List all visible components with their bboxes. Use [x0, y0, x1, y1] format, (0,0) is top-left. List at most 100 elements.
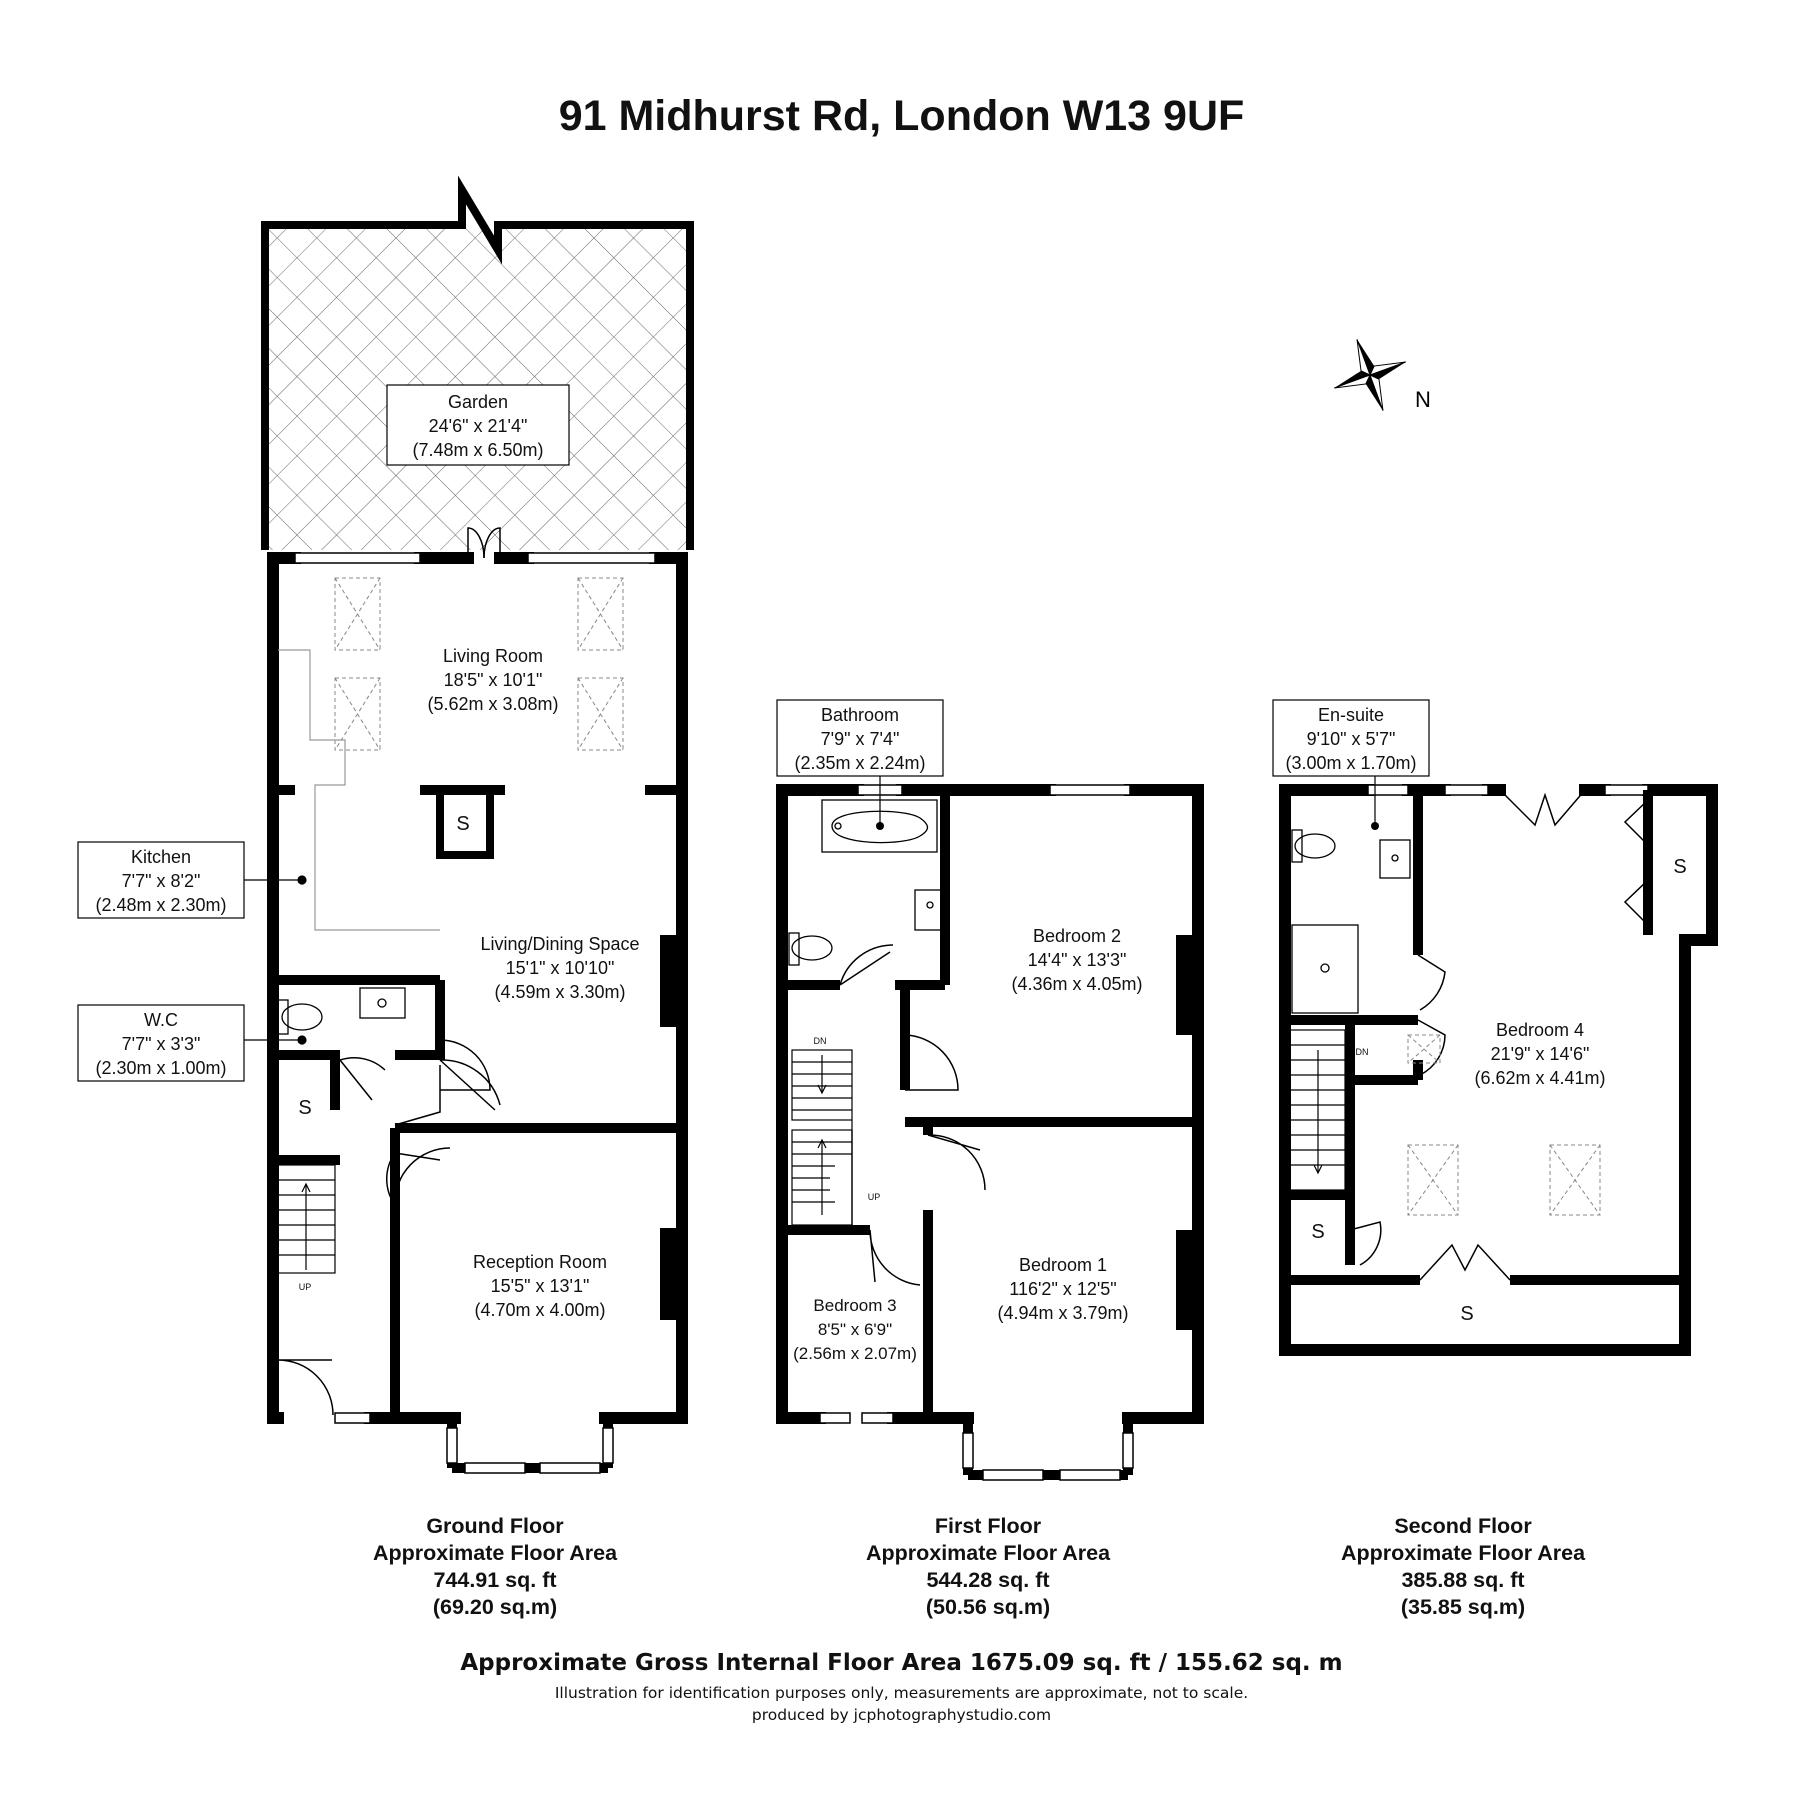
garden-doors [467, 527, 501, 559]
ground-floor-caption-text: Approximate Floor Area [372, 1541, 618, 1565]
bedroom2-name: Bedroom 2 [1033, 926, 1121, 946]
second-floor-sqft: 385.88 sq. ft [1401, 1568, 1525, 1592]
first-interior-walls [782, 790, 1198, 1418]
storage-label-living: S [456, 813, 469, 835]
second-floor-sqm: (35.85 sq.m) [1400, 1595, 1526, 1619]
second-interior-walls [1285, 790, 1685, 1285]
bedroom3-name: Bedroom 3 [813, 1296, 896, 1315]
second-ensuite-fixtures [1291, 829, 1411, 1014]
bathroom-name: Bathroom [821, 705, 899, 725]
gross-floor-area: Approximate Gross Internal Floor Area 16… [460, 1650, 1343, 1676]
ground-chimney-breasts [660, 935, 682, 1320]
ground-leaders [244, 875, 307, 1045]
kitchen-imperial: 7'7" x 8'2" [122, 871, 201, 891]
reception-name: Reception Room [473, 1252, 607, 1272]
ensuite-imperial: 9'10" x 5'7" [1307, 729, 1396, 749]
page-title: 91 Midhurst Rd, London W13 9UF [558, 92, 1245, 140]
bedroom2-metric: (4.36m x 4.05m) [1011, 974, 1142, 994]
first-floor-caption-text: Approximate Floor Area [865, 1541, 1111, 1565]
ground-doors [277, 1039, 501, 1416]
first-stairs-up-label: UP [868, 1192, 881, 1202]
kitchen-name: Kitchen [131, 847, 191, 867]
first-floor-caption: First Floor Approximate Floor Area 544.2… [808, 1513, 1168, 1621]
bedroom1-metric: (4.94m x 3.79m) [997, 1303, 1128, 1323]
ground-floor-name: Ground Floor [426, 1514, 564, 1538]
second-floor-name: Second Floor [1394, 1514, 1532, 1538]
garden-metric: (7.48m x 6.50m) [412, 440, 543, 460]
ground-floor-caption: Ground Floor Approximate Floor Area 744.… [315, 1513, 675, 1621]
ground-wc-fixtures [277, 987, 406, 1035]
ground-windows [294, 552, 656, 1474]
first-floor-sqm: (50.56 sq.m) [925, 1595, 1051, 1619]
garden-boundary [261, 175, 694, 550]
ground-bay-window [447, 1418, 613, 1473]
ground-interior-walls [273, 785, 682, 1418]
bathroom-imperial: 7'9" x 7'4" [821, 729, 900, 749]
bedroom1-imperial: 116'2" x 12'5" [1009, 1279, 1116, 1299]
ensuite-leader-dot [1371, 822, 1379, 830]
kitchen-counter [278, 649, 440, 931]
ground-stairs [277, 1164, 336, 1274]
first-callouts [776, 699, 944, 777]
bedroom4-imperial: 21'9" x 14'6" [1491, 1044, 1590, 1064]
ensuite-name: En-suite [1318, 705, 1384, 725]
reception-metric: (4.70m x 4.00m) [474, 1300, 605, 1320]
living-dining-name: Living/Dining Space [480, 934, 639, 954]
first-windows [819, 784, 1134, 1481]
second-skylights [1407, 1034, 1601, 1216]
kitchen-metric: (2.48m x 2.30m) [95, 895, 226, 915]
ensuite-metric: (3.00m x 1.70m) [1285, 753, 1416, 773]
bedroom4-name: Bedroom 4 [1496, 1020, 1584, 1040]
bedroom2-imperial: 14'4" x 13'3" [1028, 950, 1127, 970]
compass-north-label: N [1415, 387, 1431, 412]
first-floor-sqft: 544.28 sq. ft [926, 1568, 1050, 1592]
bedroom4-metric: (6.62m x 4.41m) [1474, 1068, 1605, 1088]
ground-callouts [77, 384, 570, 1082]
first-bathroom-fixtures [788, 799, 944, 966]
ground-stairs-up-label: UP [299, 1282, 312, 1292]
ground-floor-plan [77, 175, 694, 1474]
second-floor-caption: Second Floor Approximate Floor Area 385.… [1283, 1513, 1643, 1621]
second-stairs-down-label: DN [1356, 1047, 1369, 1057]
first-stairs-down-label: DN [814, 1036, 827, 1046]
wc-metric: (2.30m x 1.00m) [95, 1058, 226, 1078]
garden-name: Garden [448, 392, 508, 412]
first-chimney-breasts [1176, 935, 1198, 1330]
bedroom3-metric: (2.56m x 2.07m) [793, 1344, 917, 1363]
second-stairs [1289, 1029, 1346, 1191]
bedroom1-name: Bedroom 1 [1019, 1255, 1107, 1275]
living-room-imperial: 18'5" x 10'1" [444, 670, 543, 690]
storage-label-bedroom4: S [1673, 856, 1686, 878]
first-floor-name: First Floor [934, 1514, 1042, 1538]
compass-rose [1334, 339, 1406, 411]
living-dining-imperial: 15'1" x 10'10" [506, 958, 615, 978]
storage-label-hall: S [298, 1097, 311, 1119]
ground-skylights [334, 577, 624, 751]
ground-storage-cupboard [420, 786, 505, 859]
bathroom-metric: (2.35m x 2.24m) [794, 753, 925, 773]
ground-floor-sqm: (69.20 sq.m) [432, 1595, 558, 1619]
garden-imperial: 24'6" x 21'4" [429, 416, 528, 436]
first-stairs [791, 1049, 853, 1230]
bathroom-leader-dot [876, 822, 884, 830]
ensuite-callout [1272, 699, 1430, 777]
ground-floor-sqft: 744.91 sq. ft [433, 1568, 557, 1592]
second-floor-caption-text: Approximate Floor Area [1340, 1541, 1586, 1565]
living-room-metric: (5.62m x 3.08m) [427, 694, 558, 714]
living-dining-metric: (4.59m x 3.30m) [494, 982, 625, 1002]
second-doors [1349, 789, 1649, 1281]
wc-imperial: 7'7" x 3'3" [122, 1034, 201, 1054]
living-room-name: Living Room [443, 646, 543, 666]
disclaimer-text: Illustration for identification purposes… [554, 1684, 1249, 1702]
producer-credit: produced by jcphotographystudio.com [751, 1706, 1052, 1724]
wc-name: W.C [144, 1010, 178, 1030]
second-floor-plan [1272, 699, 1718, 1356]
first-floor-plan [776, 699, 1204, 1481]
storage-label-eaves: S [1460, 1303, 1473, 1325]
storage-label-landing: S [1311, 1221, 1324, 1243]
reception-imperial: 15'5" x 13'1" [491, 1276, 590, 1296]
bedroom3-imperial: 8'5" x 6'9" [818, 1320, 892, 1339]
first-bay-window [963, 1418, 1133, 1480]
first-doors [839, 944, 986, 1286]
